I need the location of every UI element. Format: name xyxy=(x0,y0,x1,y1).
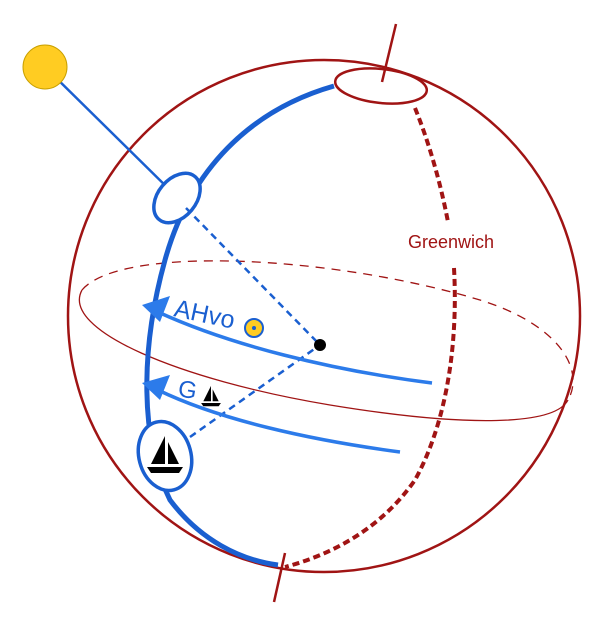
small-sailboat-icon xyxy=(201,385,221,407)
equator-back xyxy=(81,260,574,401)
polar-axis-north xyxy=(380,23,398,83)
g-label: G xyxy=(176,375,199,405)
equator-front xyxy=(78,289,569,422)
polar-axis-south xyxy=(272,552,287,603)
sun-symbol-icon xyxy=(244,318,264,338)
observer-meridian xyxy=(144,83,335,568)
sphere-center xyxy=(314,339,326,351)
sun-icon xyxy=(22,44,68,90)
g-arrowhead xyxy=(142,375,170,400)
north-pole-ellipse xyxy=(333,67,429,105)
greenwich-meridian-upper xyxy=(413,107,450,223)
sphere-outline xyxy=(66,58,582,574)
ahvo-label: AHvo xyxy=(172,294,238,334)
greenwich-label: Greenwich xyxy=(408,232,494,252)
sun-ray xyxy=(44,66,179,199)
ahvo-arrowhead xyxy=(142,296,170,322)
g-arc xyxy=(157,388,401,454)
sun-radius xyxy=(185,207,321,346)
ahvo-arc xyxy=(157,310,433,385)
